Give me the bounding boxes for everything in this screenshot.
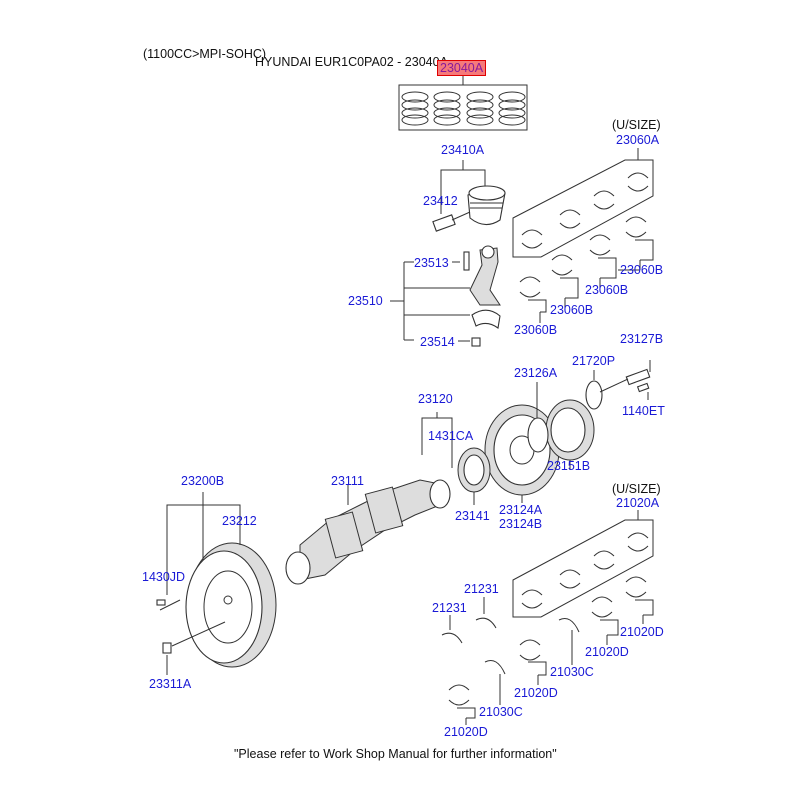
part-label-23311A[interactable]: 23311A: [149, 677, 192, 691]
flywheel[interactable]: [156, 492, 277, 675]
part-label-23060A[interactable]: 23060A: [616, 133, 660, 147]
part-label-23151B[interactable]: 23151B: [547, 459, 591, 473]
part-label-23513[interactable]: 23513: [414, 256, 449, 270]
part-label-23120[interactable]: 23120: [418, 392, 453, 406]
part-label-23124A[interactable]: 23124A: [499, 503, 543, 517]
part-label-21030C[interactable]: 21030C: [479, 705, 523, 719]
part-label-23060B[interactable]: 23060B: [585, 283, 629, 297]
undersize-note-2: (U/SIZE): [612, 482, 661, 496]
part-label-23212[interactable]: 23212: [222, 514, 257, 528]
part-label-23124B[interactable]: 23124B: [499, 517, 543, 531]
piston[interactable]: [432, 160, 506, 232]
part-label-1430JD[interactable]: 1430JD: [142, 570, 186, 584]
part-label-21231[interactable]: 21231: [464, 582, 499, 596]
part-label-23060B[interactable]: 23060B: [514, 323, 558, 337]
undersize-note-1: (U/SIZE): [612, 118, 661, 132]
part-label-23510[interactable]: 23510: [348, 294, 383, 308]
part-label-23111[interactable]: 23111: [331, 474, 364, 488]
part-label-21231[interactable]: 21231: [432, 601, 467, 615]
part-label-23410A[interactable]: 23410A: [441, 143, 485, 157]
diagram-title: HYUNDAI EUR1C0PA02 - 23040A: [255, 55, 448, 69]
part-label-21020D[interactable]: 21020D: [514, 686, 558, 700]
highlighted-part-23040A[interactable]: 23040A: [437, 60, 487, 76]
part-label-23060B[interactable]: 23060B: [550, 303, 594, 317]
part-label-1140ET[interactable]: 1140ET: [622, 404, 665, 418]
part-label-21030C[interactable]: 21030C: [550, 665, 594, 679]
part-label-23141[interactable]: 23141: [455, 509, 490, 523]
connecting-rod[interactable]: [390, 245, 501, 347]
pulley-assembly[interactable]: [484, 360, 651, 503]
engine-note: (1100CC>MPI-SOHC): [143, 47, 267, 61]
part-label-23514[interactable]: 23514: [420, 335, 455, 349]
part-label-23127B[interactable]: 23127B: [620, 332, 664, 346]
timing-sprocket[interactable]: [421, 412, 491, 505]
part-label-21020D[interactable]: 21020D: [620, 625, 664, 639]
bearing-set-21020[interactable]: [441, 510, 654, 725]
part-label-1431CA[interactable]: 1431CA: [428, 429, 474, 443]
footer-note: "Please refer to Work Shop Manual for fu…: [234, 747, 557, 761]
part-label-23060B[interactable]: 23060B: [620, 263, 664, 277]
part-label-21720P[interactable]: 21720P: [572, 354, 616, 368]
part-label-21020A[interactable]: 21020A: [616, 496, 660, 510]
part-label-23412[interactable]: 23412: [423, 194, 458, 208]
crankshaft[interactable]: [285, 479, 451, 585]
part-label-23200B[interactable]: 23200B: [181, 474, 225, 488]
bearing-set-23060[interactable]: [512, 148, 654, 323]
part-label-21020D[interactable]: 21020D: [585, 645, 629, 659]
part-label-23126A[interactable]: 23126A: [514, 366, 558, 380]
piston-ring-set[interactable]: [398, 75, 528, 131]
part-label-21020D[interactable]: 21020D: [444, 725, 488, 739]
